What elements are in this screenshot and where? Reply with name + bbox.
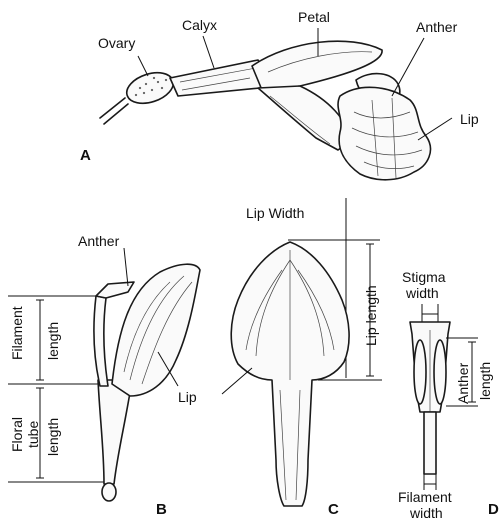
label-petal: Petal [298, 9, 330, 25]
anther-shape-d-left [414, 340, 426, 404]
label-calyx: Calyx [182, 17, 217, 33]
lip-shape-a [338, 87, 430, 179]
label-stigma-width-1: Stigma [402, 269, 446, 285]
label-stigma-width-2: width [405, 285, 439, 301]
label-anther-length-2: length [477, 362, 493, 400]
panel-d-anther-detail: Stigma width Anther length Filament widt… [398, 269, 499, 521]
label-ovary: Ovary [98, 35, 135, 51]
label-floral-tube-2: tube [25, 421, 41, 448]
label-lip-b: Lip [178, 389, 197, 405]
label-anther-length-1: Anther [455, 362, 471, 404]
label-lip-width: Lip Width [246, 205, 304, 221]
ovary-shape-b [102, 483, 116, 501]
panel-label-c: C [328, 501, 339, 518]
panel-label-a: A [80, 147, 91, 164]
label-floral-tube-1: Floral [9, 417, 25, 452]
panel-a-flower-side-view: Ovary Calyx Petal Anther Lip A [80, 9, 479, 180]
label-anther-a: Anther [416, 19, 458, 35]
anther-shape-d-right [434, 340, 446, 404]
label-filament-width-2: width [409, 505, 443, 521]
floral-tube-shape-b [98, 380, 132, 484]
ovary-shape [123, 67, 177, 108]
label-lip-length: Lip length [363, 285, 379, 346]
label-filament-width-1: Filament [398, 489, 452, 505]
panel-c-lip-view: Lip Width Lip length C [222, 198, 382, 518]
label-anther-b: Anther [78, 233, 120, 249]
label-filament-length-2: length [45, 322, 61, 360]
label-lip-a: Lip [460, 111, 479, 127]
label-floral-tube-3: length [45, 418, 61, 456]
filament-shape-d [424, 412, 436, 474]
panel-b-lateral-view: Filament length Floral tube length Anthe… [8, 233, 200, 518]
panel-label-b: B [156, 501, 167, 518]
label-filament-length-1: Filament [9, 306, 25, 360]
panel-label-d: D [488, 501, 499, 518]
